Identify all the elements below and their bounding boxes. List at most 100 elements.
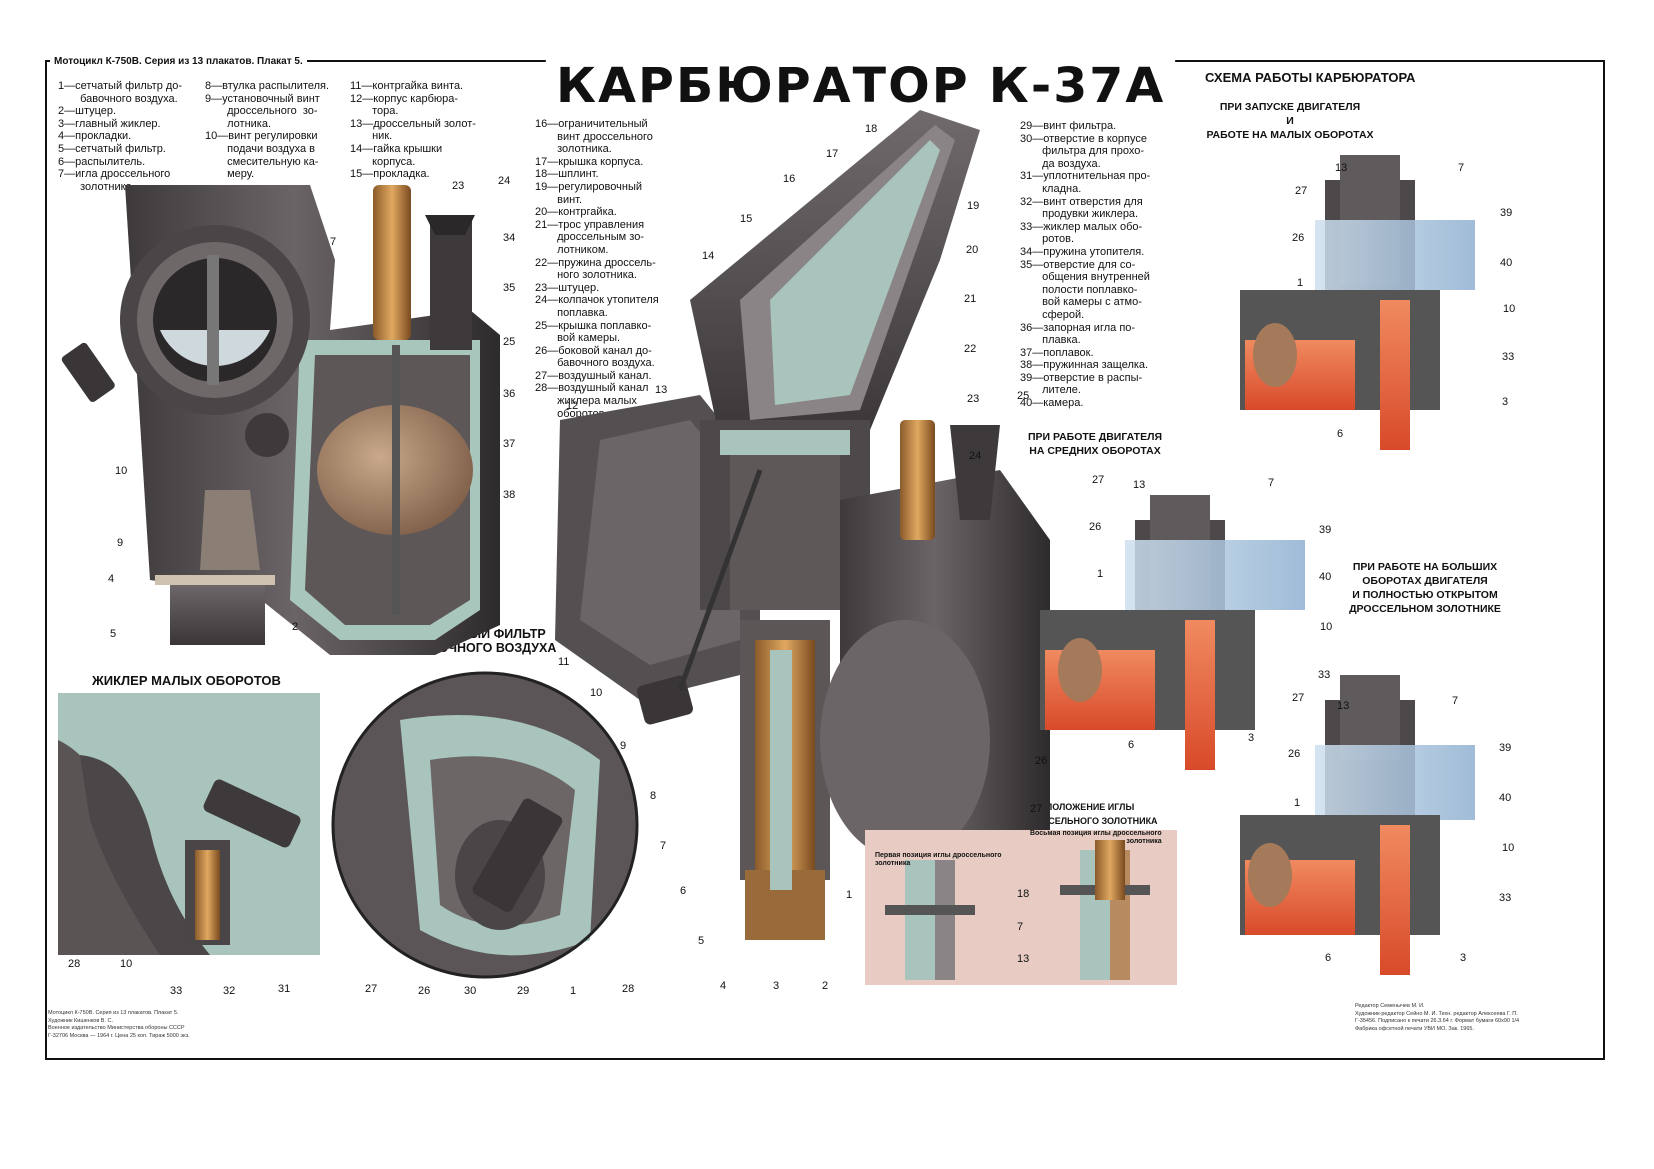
callout-number: 3 bbox=[1248, 732, 1255, 744]
callout-number: 3 bbox=[1460, 952, 1467, 964]
legend-item: смесительную ка- bbox=[221, 155, 319, 168]
callout-number: 39 bbox=[1500, 207, 1513, 219]
legend-item: 22—пружина дроссель- bbox=[535, 256, 656, 269]
legend-column-2: 8—втулка распылителя.9—установочный винт… bbox=[205, 80, 350, 181]
legend-item: лителе. bbox=[1036, 384, 1081, 397]
legend-item: продувки жиклера. bbox=[1036, 208, 1139, 221]
callout-number: 25 bbox=[503, 336, 516, 348]
callout-number: 16 bbox=[783, 173, 796, 185]
callout-number: 23 bbox=[452, 180, 465, 192]
callout-number: 40 bbox=[1500, 257, 1513, 269]
legend-item: сферой. bbox=[1036, 308, 1085, 321]
callout-number: 2 bbox=[292, 621, 299, 633]
credits-right: Редактор Семенычев М. И. Художник-редакт… bbox=[1355, 1003, 1520, 1032]
callout-number: 19 bbox=[967, 200, 980, 212]
series-caption: Мотоцикл К-750В. Серия из 13 плакатов. П… bbox=[50, 56, 307, 67]
callout-number: 9 bbox=[620, 740, 627, 752]
callout-number: 10 bbox=[115, 465, 128, 477]
callout-number: 1 bbox=[1297, 277, 1304, 289]
legend-item: кладна. bbox=[1036, 182, 1082, 195]
callout-number: 39 bbox=[1499, 742, 1512, 754]
callout-number: 9 bbox=[117, 537, 124, 549]
legend-column-1: 1—сетчатый фильтр до- бавочного воздуха.… bbox=[58, 80, 208, 193]
left-carburetor-drawing bbox=[61, 185, 500, 655]
callout-number: 7 bbox=[1458, 162, 1465, 174]
legend-item: плавка. bbox=[1036, 334, 1081, 347]
legend-item: 20—контргайка. bbox=[535, 206, 617, 219]
legend-item: винт дроссельного bbox=[551, 130, 653, 143]
legend-item: бавочного воздуха. bbox=[551, 357, 655, 370]
legend-item: бавочного воздуха. bbox=[74, 92, 178, 105]
legend-item: 1—сетчатый фильтр до- bbox=[58, 80, 183, 92]
callout-number: 6 bbox=[1325, 952, 1332, 964]
legend-item: дроссельного зо- bbox=[221, 105, 318, 118]
callout-number: 27 bbox=[1295, 185, 1308, 197]
callout-number: 5 bbox=[110, 628, 117, 640]
callout-number: 6 bbox=[680, 885, 687, 897]
legend-item: 4—прокладки. bbox=[58, 130, 132, 143]
jet-section-title: ЖИКЛЕР МАЛЫХ ОБОРОТОВ bbox=[92, 673, 281, 688]
legend-item: 15—прокладка. bbox=[350, 168, 430, 181]
callout-number: 28 bbox=[68, 958, 81, 970]
legend-item: 17—крышка корпуса. bbox=[535, 155, 644, 168]
callout-number: 23 bbox=[967, 393, 980, 405]
legend-item: ротов. bbox=[1036, 233, 1075, 246]
legend-item: 14—гайка крышки bbox=[350, 142, 443, 155]
callout-number: 29 bbox=[517, 985, 530, 997]
callout-number: 6 bbox=[1128, 739, 1135, 751]
legend-item: 2—штуцер. bbox=[58, 105, 117, 118]
legend-item: 19—регулировочный bbox=[535, 180, 643, 193]
legend-item: 35—отверстие для со- bbox=[1020, 258, 1136, 271]
poster-title: КАРБЮРАТОР К-37А bbox=[545, 58, 1176, 114]
callout-number: 27 bbox=[365, 983, 378, 995]
callout-number: 15 bbox=[740, 213, 753, 225]
callout-number: 3 bbox=[1502, 396, 1509, 408]
callout-number: 13 bbox=[655, 384, 668, 396]
legend-item: 24—колпачок утопителя bbox=[535, 294, 659, 307]
callout-number: 10 bbox=[1320, 621, 1333, 633]
callout-number: 1 bbox=[570, 985, 577, 997]
needle-section-title: ПОЛОЖЕНИЕ ИГЛЫ ДРОССЕЛЬНОГО ЗОЛОТНИКА bbox=[1022, 802, 1158, 826]
callout-number: 38 bbox=[503, 489, 516, 501]
legend-item: 11—контргайка винта. bbox=[350, 80, 464, 92]
callout-number: 32 bbox=[223, 985, 236, 997]
legend-item: золотника. bbox=[74, 180, 135, 193]
legend-item: 32—винт отверстия для bbox=[1020, 195, 1143, 208]
legend-item: да воздуха. bbox=[1036, 157, 1101, 170]
jet-inset-drawing bbox=[58, 693, 320, 955]
legend-item: 37—поплавок. bbox=[1020, 346, 1094, 359]
callout-number: 33 bbox=[1502, 351, 1515, 363]
legend-item: ного золотника. bbox=[551, 269, 637, 282]
legend-item: 28—воздушный канал bbox=[535, 382, 649, 395]
needle-eighth-label: Восьмая позиция иглы дроссельного золотн… bbox=[1030, 830, 1162, 845]
callout-number: 40 bbox=[1319, 571, 1332, 583]
scheme-title: СХЕМА РАБОТЫ КАРБЮРАТОРА bbox=[1205, 70, 1416, 85]
legend-item: 25—крышка поплавко- bbox=[535, 319, 652, 332]
legend-item: 40—камера. bbox=[1020, 397, 1084, 410]
legend-item: полости поплавко- bbox=[1036, 283, 1138, 296]
callout-number: 10 bbox=[1503, 303, 1516, 315]
callout-number: 26 bbox=[1288, 748, 1301, 760]
main-carburetor-drawing bbox=[555, 110, 1050, 940]
legend-item: меру. bbox=[221, 168, 255, 181]
legend-item: 23—штуцер. bbox=[535, 281, 600, 294]
callout-number: 11 bbox=[558, 656, 570, 668]
legend-item: 8—втулка распылителя. bbox=[205, 80, 330, 92]
callout-number: 21 bbox=[964, 293, 977, 305]
callout-number: 18 bbox=[865, 123, 878, 135]
legend-item: 31—уплотнительная про- bbox=[1020, 170, 1151, 183]
legend-item: общения внутренней bbox=[1036, 271, 1150, 284]
mode-mid-title: ПРИ РАБОТЕ ДВИГАТЕЛЯ НА СРЕДНИХ ОБОРОТАХ bbox=[1027, 431, 1163, 457]
legend-item: подачи воздуха в bbox=[221, 142, 315, 155]
callout-number: 13 bbox=[1017, 953, 1030, 965]
callout-number: 7 bbox=[1017, 921, 1024, 933]
legend-item: 27—воздушный канал. bbox=[535, 369, 652, 382]
callout-number: 8 bbox=[650, 790, 657, 802]
legend-item: 5—сетчатый фильтр. bbox=[58, 142, 166, 155]
legend-item: корпуса. bbox=[366, 155, 416, 168]
callout-number: 33 bbox=[1318, 669, 1331, 681]
callout-number: 36 bbox=[503, 388, 516, 400]
legend-item: лотником. bbox=[551, 243, 609, 256]
legend-item: тора. bbox=[366, 105, 399, 118]
callout-number: 35 bbox=[503, 282, 516, 294]
